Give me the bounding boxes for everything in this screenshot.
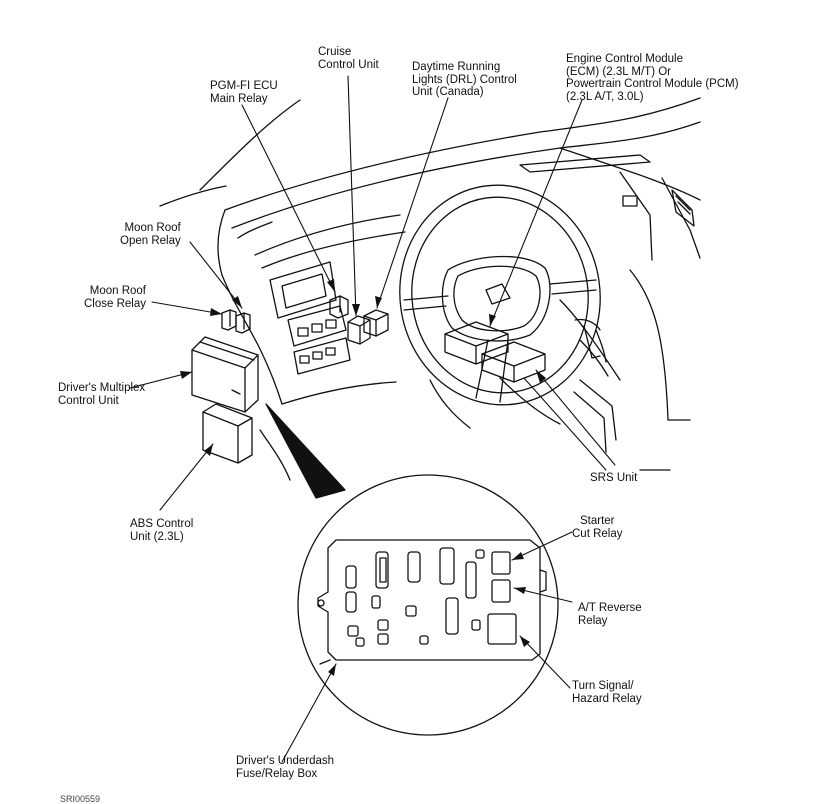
figure-code: SRI00559 <box>60 794 100 804</box>
zoom-callout <box>265 403 346 499</box>
arrowheads <box>180 279 546 676</box>
ecm-pcm-box <box>444 321 509 365</box>
srs-unit-box <box>481 341 546 383</box>
label-pgm-fi-main-relay: PGM-FI ECU Main Relay <box>210 80 278 105</box>
fuse-relay-box-inset <box>297 474 559 736</box>
label-starter-cut-relay: Starter Cut Relay <box>572 515 623 540</box>
pgm-fi-and-cruise-relays <box>329 295 389 345</box>
label-underdash-fuse-relay-box: Driver's Underdash Fuse/Relay Box <box>236 755 335 780</box>
label-srs-unit: SRS Unit <box>590 472 638 484</box>
label-drl-control-unit: Daytime Running Lights (DRL) Control Uni… <box>412 61 517 98</box>
steering-wheel <box>399 184 601 406</box>
abs-control-unit <box>202 403 253 464</box>
label-abs-control-unit: ABS Control Unit (2.3L) <box>130 518 194 543</box>
label-cruise-control-unit: Cruise Control Unit <box>318 46 379 71</box>
label-drivers-multiplex-control-unit: Driver's Multiplex Control Unit <box>58 382 146 407</box>
dashboard-outline <box>159 97 701 483</box>
label-at-reverse-relay: A/T Reverse Relay <box>578 602 642 627</box>
label-moon-roof-close-relay: Moon Roof Close Relay <box>84 285 146 310</box>
label-ecm-pcm: Engine Control Module (ECM) (2.3L M/T) O… <box>566 53 739 103</box>
drivers-multiplex-control-unit <box>191 336 259 413</box>
moon-roof-relays <box>221 309 251 334</box>
label-moon-roof-open-relay: Moon Roof Open Relay <box>120 222 181 247</box>
label-turn-signal-hazard-relay: Turn Signal/ Hazard Relay <box>572 680 642 705</box>
